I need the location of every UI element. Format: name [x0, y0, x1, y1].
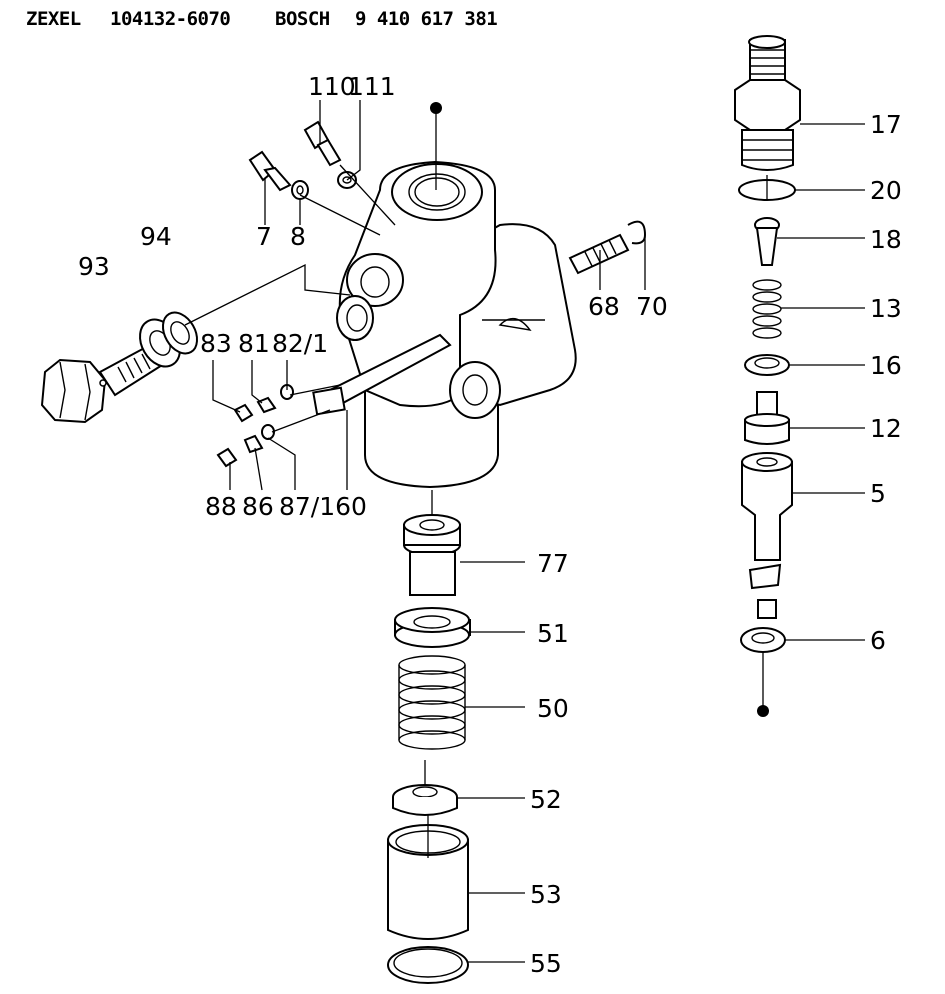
callout-111: 111: [348, 72, 396, 101]
brand-bosch: BOSCH: [275, 8, 330, 30]
callout-87-160: 87/160: [279, 492, 367, 521]
spring-seat-51: [394, 607, 471, 648]
spring-68: [568, 233, 630, 275]
callout-81: 81: [238, 329, 270, 358]
callout-93: 93: [78, 252, 110, 281]
callout-51: 51: [537, 619, 569, 648]
plunger-spring-50: [398, 655, 466, 750]
plunger-barrel-5: [741, 452, 793, 619]
pump-housing: [312, 160, 577, 489]
delivery-valve-holder-17: [734, 35, 801, 171]
callout-5: 5: [870, 479, 886, 508]
zexel-part-number: 104132-6070: [110, 8, 231, 30]
callout-94: 94: [140, 222, 172, 251]
spring-seat-52: [392, 784, 458, 816]
bosch-part-number: 9 410 617 381: [355, 8, 498, 30]
callout-50: 50: [537, 694, 569, 723]
callout-16: 16: [870, 351, 902, 380]
control-sleeve-77: [403, 514, 461, 596]
callout-83: 83: [200, 329, 232, 358]
snap-ring-55: [387, 946, 469, 984]
washer-6: [740, 627, 786, 653]
callout-20: 20: [870, 176, 902, 205]
volume-reducer-18: [754, 217, 780, 266]
callout-110: 110: [308, 72, 356, 101]
screw-7: [248, 150, 292, 192]
callout-52: 52: [530, 785, 562, 814]
washer-8: [291, 180, 309, 200]
callout-8: 8: [290, 222, 306, 251]
clip-70: [627, 220, 647, 245]
callout-18: 18: [870, 225, 902, 254]
callout-53: 53: [530, 880, 562, 909]
callout-68: 68: [588, 292, 620, 321]
brand-zexel: ZEXEL: [26, 8, 81, 30]
callout-12: 12: [870, 414, 902, 443]
gasket-16: [744, 354, 790, 376]
callout-70: 70: [636, 292, 668, 321]
delivery-valve-12: [744, 391, 790, 445]
screw-110: [303, 120, 342, 167]
sealing-washer-94: [139, 311, 199, 368]
callout-88: 88: [205, 492, 237, 521]
callout-55: 55: [530, 949, 562, 978]
callout-86: 86: [242, 492, 274, 521]
callout-17: 17: [870, 110, 902, 139]
callout-77: 77: [537, 549, 569, 578]
callout-13: 13: [870, 294, 902, 323]
valve-spring-13: [752, 279, 782, 339]
callout-7: 7: [256, 222, 272, 251]
callout-6: 6: [870, 626, 886, 655]
callout-82-1: 82/1: [272, 329, 328, 358]
